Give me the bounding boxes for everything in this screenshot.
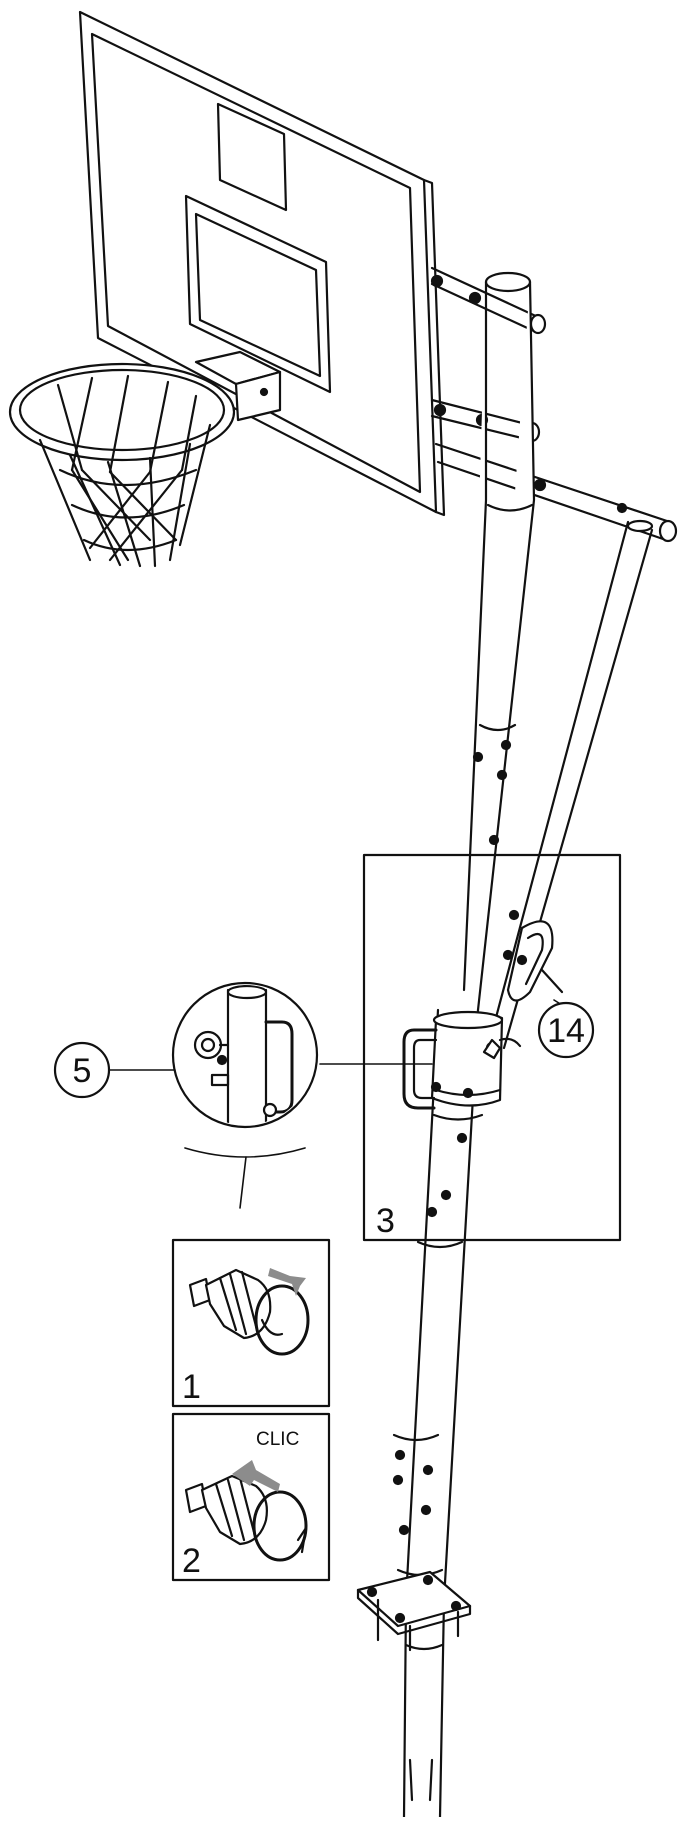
clic-label: CLIC xyxy=(256,1429,299,1450)
step-panel-2 xyxy=(171,1412,331,1582)
panel-3-label: 3 xyxy=(376,1202,395,1240)
step-2-label: 2 xyxy=(182,1542,201,1580)
magnified-part-5 xyxy=(171,981,319,1129)
step-panel-1 xyxy=(171,1238,331,1408)
callout-5-label: 5 xyxy=(73,1052,92,1090)
callout-14-circle xyxy=(537,1001,595,1059)
backboard xyxy=(78,10,446,517)
arrow-push-icon xyxy=(232,1460,280,1492)
step-1-label: 1 xyxy=(182,1368,201,1406)
callout-5-circle xyxy=(53,1041,111,1099)
support-arms xyxy=(430,266,678,543)
base-plate xyxy=(356,1570,472,1652)
step-arrows xyxy=(232,1268,306,1492)
rim-bracket xyxy=(194,350,282,422)
detail-panel-3 xyxy=(362,853,622,1242)
pole-lower xyxy=(392,1008,484,1819)
pole-upper xyxy=(462,271,536,1012)
callout-14-label: 14 xyxy=(547,1012,585,1050)
arrow-pull-icon xyxy=(268,1268,306,1296)
hoop-and-net xyxy=(8,362,236,568)
